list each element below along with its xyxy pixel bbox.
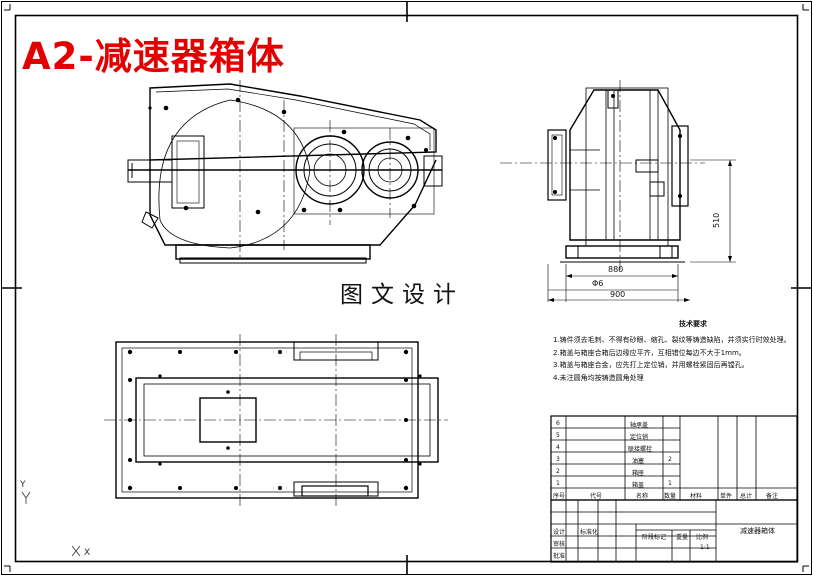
part-no: 1 [556,480,560,487]
header-cell: 单件 [720,493,733,500]
note-item-4: 4.未注圆角均按铸造圆角处理 [553,373,644,382]
part-name: 油塞 [632,458,645,465]
top-view [104,334,448,508]
front-view [127,80,443,264]
tb-label: 标准化 [580,529,599,536]
side-view [500,80,736,302]
technical-notes: 技术要求 1.铸件须去毛刺、不得有砂眼、缩孔、裂纹等铸造缺陷，并须实行时效处理。… [553,318,793,384]
part-name: 联接螺栓 [628,446,653,453]
part-no: 5 [556,432,560,439]
part-no: 4 [556,444,560,451]
dim-height: 510 [712,212,721,228]
dim-inner-width: 880 [608,265,624,274]
header-cell: 总计 [740,493,753,500]
notes-title: 技术要求 [679,320,707,328]
watermark-text: 图文设计 [340,282,464,308]
note-item-3: 3.箱盖与箱座合金，应先打上定位销，并用螺栓紧固后再镗孔。 [553,361,749,370]
part-no: 2 [556,468,560,475]
part-qty: 2 [668,456,672,463]
part-no: 3 [556,456,560,463]
header-cell: 备注 [766,493,779,500]
tb-scale: 1:1 [700,544,710,551]
header-cell: 材料 [690,493,703,500]
header-cell: 序号 [553,493,566,500]
part-no: 6 [556,420,560,427]
note-item-1: 1.铸件须去毛刺、不得有砂眼、缩孔、裂纹等铸造缺陷，并须实行时效处理。 [553,336,791,345]
part-qty: 1 [668,480,672,487]
drawing-title: A2-减速器箱体 [22,35,285,78]
tb-label: 阶段标记 [642,534,667,541]
header-cell: 数量 [664,493,677,500]
part-name: 箱盖 [632,482,645,489]
part-name: 箱座 [632,470,645,477]
header-cell: 名称 [636,493,649,500]
tb-label: 审核 [553,541,566,548]
dim-phi: Φ6 [592,279,604,288]
drawing-name: 减速器箱体 [740,527,775,535]
tb-label: 重量 [676,534,689,541]
title-block [550,499,798,563]
tb-label: 设计 [553,529,566,536]
header-cell: 代号 [590,493,603,500]
note-item-2: 2.箱盖与箱座合箱后边缘应平齐，互相错位每边不大于1mm。 [553,348,746,357]
tb-label: 比例 [696,534,709,541]
ucs-y-label: Y [20,480,26,490]
dim-total-width: 900 [610,290,626,299]
tb-label: 批准 [553,553,566,560]
parts-table [550,415,798,501]
ucs-x-label: X [84,548,91,558]
part-name: 轴承盖 [630,422,649,429]
trim-marks [4,4,809,572]
ucs-icon [21,491,81,557]
part-name: 定位销 [630,434,649,441]
